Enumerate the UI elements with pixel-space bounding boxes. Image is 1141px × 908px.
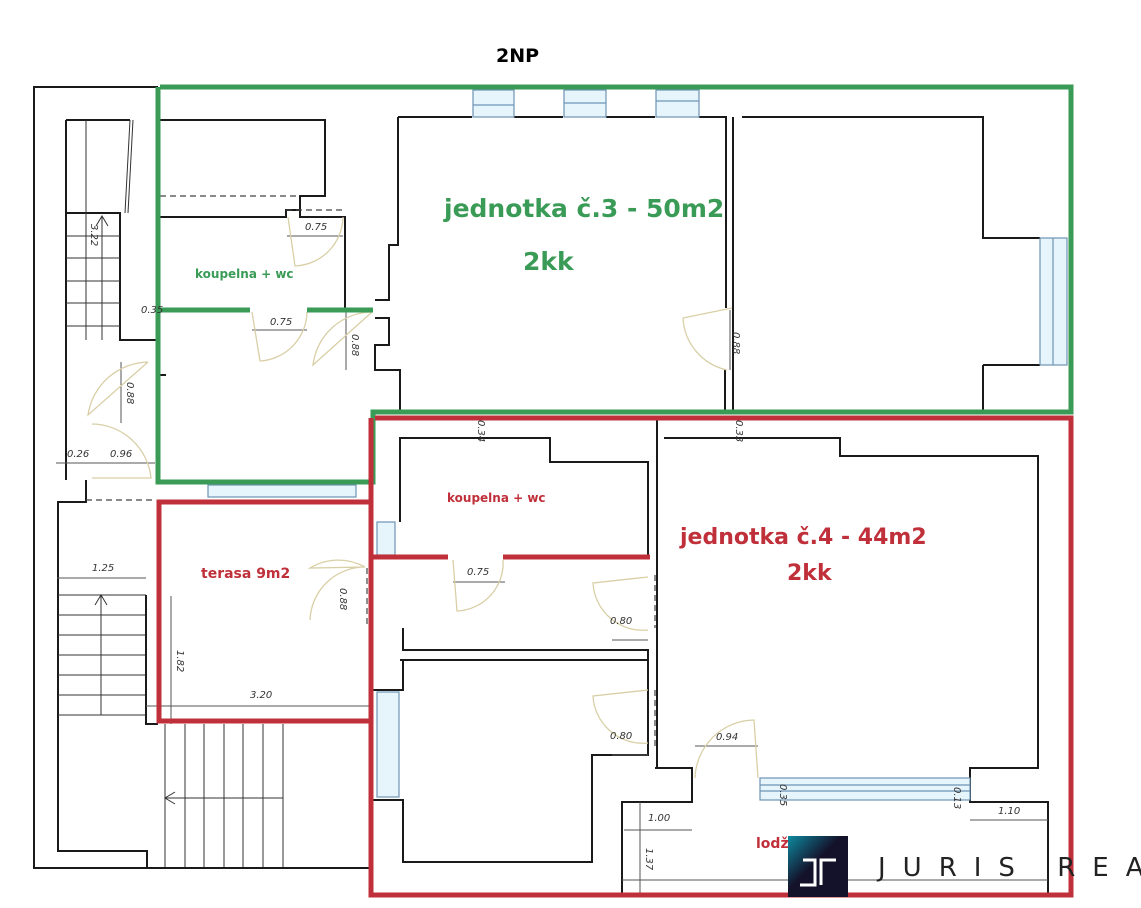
dim-wall-034: 0.34 — [475, 420, 486, 442]
dim-loggia-100: 1.00 — [648, 813, 670, 824]
unit3-windows — [207, 89, 1068, 498]
terrace-label: terasa 9m2 — [201, 566, 290, 582]
doors — [87, 216, 759, 779]
dim-window-035: 0.35 — [777, 784, 788, 806]
dim-door-088-terrace: 0.88 — [337, 588, 348, 610]
door-unit4-room-b[interactable] — [592, 689, 649, 744]
unit4-outline — [156, 415, 1074, 898]
unit3-bathroom-label: koupelna + wc — [195, 267, 294, 281]
dim-loggia-110: 1.10 — [998, 806, 1020, 817]
loggia-label: lodž — [756, 836, 789, 852]
dim-door-088-hall3: 0.88 — [349, 334, 360, 356]
door-unit3-hall[interactable] — [251, 311, 308, 362]
door-unit3-living[interactable] — [682, 307, 733, 371]
door-unit3-bathroom[interactable] — [287, 216, 344, 267]
unit4-walls — [373, 418, 1049, 895]
dimension-labels: 3.22 0.35 0.88 0.26 0.96 0.75 0.75 0.88 … — [67, 222, 1020, 871]
logo-mark-right-bracket-icon — [819, 858, 836, 885]
door-unit4-room-a[interactable] — [592, 576, 649, 631]
logo-mark-left-bracket-icon — [800, 858, 817, 887]
door-terrace[interactable] — [307, 559, 366, 621]
unit4-bathroom-label: koupelna + wc — [447, 491, 546, 505]
unit3-outline — [155, 84, 1074, 485]
dim-stair-125: 1.25 — [92, 563, 114, 574]
unit3-name: jednotka č.3 - 50m2 — [443, 194, 724, 223]
unit3-walls — [160, 116, 1040, 412]
dim-wall-035: 0.35 — [141, 305, 163, 316]
dim-wall-033: 0.33 — [733, 420, 744, 442]
dim-window-013: 0.13 — [951, 787, 962, 809]
door-loggia[interactable] — [694, 719, 759, 779]
dim-door-088-living3: 0.88 — [730, 332, 741, 354]
dim-door-096: 0.96 — [110, 449, 132, 460]
door-stair-left[interactable] — [87, 361, 149, 417]
juris-real-logo: JURIS REAL — [788, 836, 1141, 897]
floor-title: 2NP — [496, 45, 539, 67]
dim-door-075-hall3: 0.75 — [270, 317, 292, 328]
dim-wall-026: 0.26 — [67, 449, 89, 460]
unit4-name: jednotka č.4 - 44m2 — [679, 525, 927, 550]
dimension-lines — [56, 235, 1048, 895]
dim-door-075-bath3: 0.75 — [305, 222, 327, 233]
building-walls — [33, 86, 370, 869]
door-unit3-entry[interactable] — [312, 311, 373, 367]
door-stair-bottom[interactable] — [91, 423, 152, 479]
dim-door-094: 0.94 — [716, 732, 738, 743]
dim-door-080-b: 0.80 — [610, 731, 632, 742]
logo-text: JURIS REAL — [876, 853, 1141, 883]
door-unit4-bathroom[interactable] — [452, 559, 504, 612]
dim-terrace-320: 3.20 — [250, 690, 272, 701]
dim-loggia-137: 1.37 — [643, 848, 654, 871]
dim-stair-top: 3.22 — [88, 224, 99, 246]
dim-door-080-a: 0.80 — [610, 616, 632, 627]
unit3-layout: 2kk — [523, 247, 575, 276]
dim-door-075-bath4: 0.75 — [467, 567, 489, 578]
logo-mark-background — [788, 836, 848, 897]
unit4-layout: 2kk — [787, 561, 833, 586]
dim-door-088-left: 0.88 — [124, 382, 135, 404]
dim-terrace-182: 1.82 — [174, 650, 185, 672]
